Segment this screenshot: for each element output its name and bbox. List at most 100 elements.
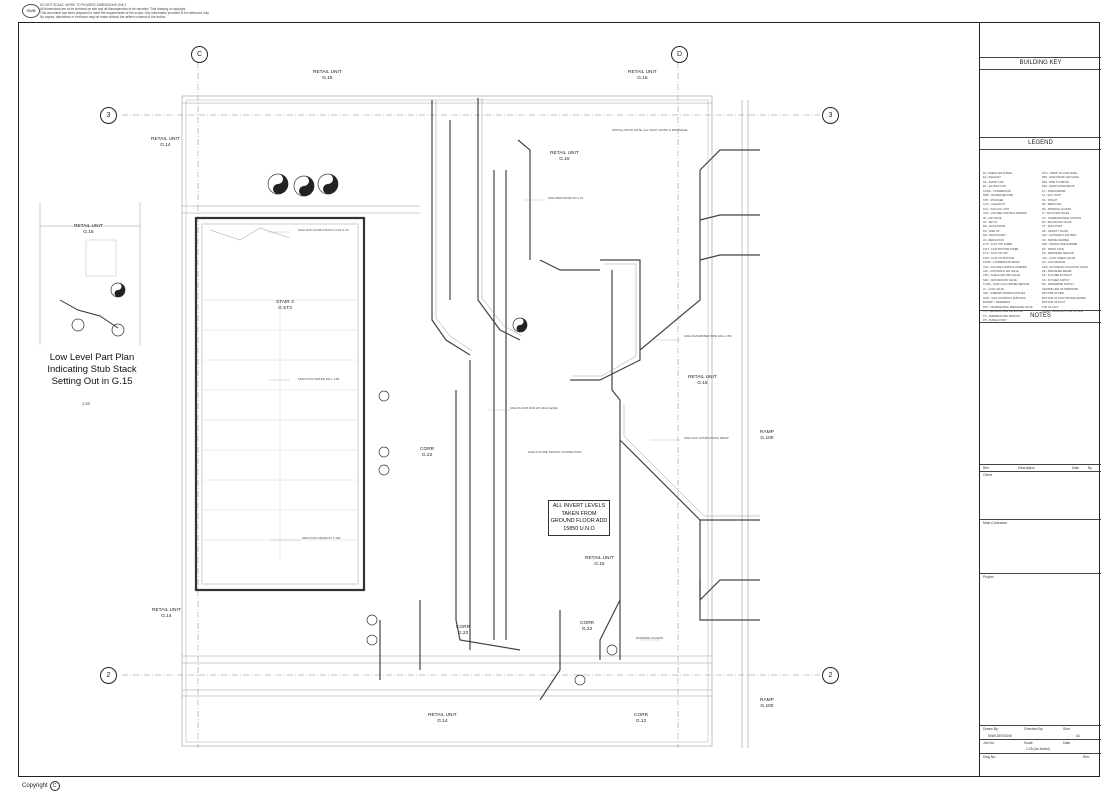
legend-item: DV - DRAIN COCK — [1042, 247, 1065, 251]
job-no-label: Job No: — [983, 741, 995, 745]
date-header: Date — [1072, 466, 1080, 470]
inset-plan — [39, 202, 141, 345]
annotation: 150ø SVP (STUB STACK) DROP — [684, 436, 729, 440]
title-block: BUILDING KEY LEGEND NOTES Rev Descriptio… — [979, 22, 1101, 777]
annotation: 150ø FOUL WATER FALL 1:80 — [298, 377, 340, 381]
annotation: 225ø FOUL DRAIN AT 1:100 — [302, 536, 341, 540]
legend-item: RS - RAINWATER SUPPLY — [1042, 283, 1074, 287]
legend-item: COND - CONDENSATE DRAIN — [983, 261, 1020, 265]
legend-item: DD - DROP DOWN — [983, 234, 1006, 238]
legend-item: COND - CONDENSATE — [983, 189, 1011, 193]
legend-item: TS - TEMPERATURE SENSOR — [983, 314, 1020, 318]
drawing-sheet-border — [18, 22, 1100, 777]
tb-divider — [980, 149, 1101, 150]
tb-divider — [980, 137, 1101, 138]
legend-item: F.B.T - FLAT BOTTOM TAPER — [983, 247, 1019, 251]
leader-lines — [268, 199, 680, 641]
drawn-by-value: SWB DESIGNS — [988, 734, 1012, 738]
building-grid — [122, 62, 820, 748]
by-header: By — [1088, 466, 1092, 470]
description-header: Description — [1018, 466, 1035, 470]
legend-item: KS - KITCHEN SUPPLY — [1042, 278, 1070, 282]
legend-item: SWI - SUBMAIN WATER SUPPLIES — [983, 292, 1026, 296]
legend-item: AAV - AUTOMATIC AIR VALVE — [983, 269, 1019, 273]
rev-header: Rev — [983, 466, 990, 470]
legend-item: AV - AIR VALVE — [983, 216, 1002, 220]
annotation: 100ø RAINWATER PIPE FALL 1:80 — [684, 334, 732, 338]
legend-item: VCD - VOLUME CONTROL DAMPER — [983, 212, 1027, 216]
header-notes: DO NOT SCALE. WORK TO FIGURED DIMENSIONS… — [40, 3, 370, 19]
tb-divider — [980, 725, 1101, 726]
legend-item: RWP - RAINWATER PIPE — [983, 194, 1014, 198]
annotation: RODDING ACCESS — [636, 636, 664, 640]
legend-item: TCWS - TANK COLD WATER SERVICE — [983, 283, 1030, 287]
legend-item: EX - EXTRACT AIR — [983, 185, 1006, 189]
rev-label: Rev: — [1083, 755, 1090, 759]
checked-by-label: Checked By: — [1024, 727, 1044, 731]
legend-item: TP - TEST POINT — [1042, 225, 1063, 229]
legend-item: STLL - DROP TO LOW LEVEL — [1042, 172, 1078, 175]
drawn-by-label: Drawn By: — [983, 727, 999, 731]
legend-item: BOTTOM OF PIPE — [1042, 292, 1065, 296]
grid-bubble-2-left: 2 — [100, 667, 117, 684]
legend-item: SFD - SMOKE FIRE DAMPER — [1042, 243, 1078, 247]
legend-item: BASMNT - BASEMENT — [983, 301, 1011, 305]
legend-item: AAV - AUTOMATIC AIR VENT — [1042, 234, 1077, 238]
legend-item: BOTTOM OF TRAY/TRUNK/LADDER — [1042, 296, 1086, 300]
legend-item: STP - STRAINER — [983, 198, 1004, 202]
legend-item: CENTRE LINE OF PIPEWORK — [1042, 287, 1079, 291]
legend-item: EA - EXHAUST — [983, 176, 1001, 180]
legend-item: SL - SLIP JOINT — [1042, 194, 1062, 198]
legend-item: BOTTOM OF DUCT — [1042, 301, 1066, 305]
legend-item: F.T.P - FLAT TOP TAPER — [983, 243, 1013, 247]
legend-item: PS - PRESSURE SENSOR — [1042, 252, 1074, 256]
scale-label: Scale: — [1024, 741, 1034, 745]
contractor-label: Main Contractor — [983, 521, 1008, 525]
company-logo: SWB — [22, 4, 40, 18]
annotation: 100ø RWP DROP IN G.15 — [548, 196, 584, 200]
annotation: 100ø SVP (STUB STACK) FL IN G.15 — [298, 228, 349, 232]
legend-item: INVERT LEVEL/BOTTOM OF PIPE — [1042, 310, 1083, 314]
legend-item: CV - COMMISSIONING STATION — [1042, 216, 1082, 220]
legend-item: RA - RODDING ACCESS — [1042, 207, 1072, 211]
legend-item: RD - ROOF DRAIN — [983, 225, 1006, 229]
grid-bubble-3-right: 3 — [822, 107, 839, 124]
inset-scale: 1:25 — [82, 401, 90, 406]
legend-item: ACR - AUTOMATIC ISOLATION VALVE — [1042, 265, 1088, 269]
header-note: No copies, alterations or revisions may … — [40, 15, 167, 19]
legend-item: FA - FRESH AIR INTAKE — [983, 172, 1012, 175]
legend-item: PE - PRESSURE RELIEF — [1042, 269, 1072, 273]
client-label: Client — [983, 473, 992, 477]
grid-bubble-d: D — [671, 46, 688, 63]
legend-item: F.B.P - FLAT ON BOTTOM — [983, 256, 1014, 260]
legend-item: CRV - CHECK RETURN VALVE — [983, 274, 1021, 278]
legend-item: GWS - GAS CONTROLS SUPPLIES — [983, 296, 1026, 300]
copyright-icon: C — [49, 781, 60, 791]
legend-item: SD - SMOKE DAMPER — [1042, 238, 1070, 242]
grid-bubble-2-right: 2 — [822, 667, 839, 684]
legend-item: VCA - VOLUME CONTROL DAMPER — [983, 265, 1027, 269]
date-label: Date: — [1063, 741, 1072, 745]
dwg-no-label: Dwg No: — [983, 755, 997, 759]
inset-title: Low Level Part Plan Indicating Stub Stac… — [47, 352, 137, 387]
walls — [181, 95, 749, 748]
scale-value: 1:25 (As Noted) — [1026, 747, 1050, 751]
grid-bubble-3-left: 3 — [100, 107, 117, 124]
legend-item: FC - FIRE DAMPER — [1042, 189, 1066, 193]
legend-item: LSV - LOCK SHIELD VALVE — [1042, 256, 1076, 260]
